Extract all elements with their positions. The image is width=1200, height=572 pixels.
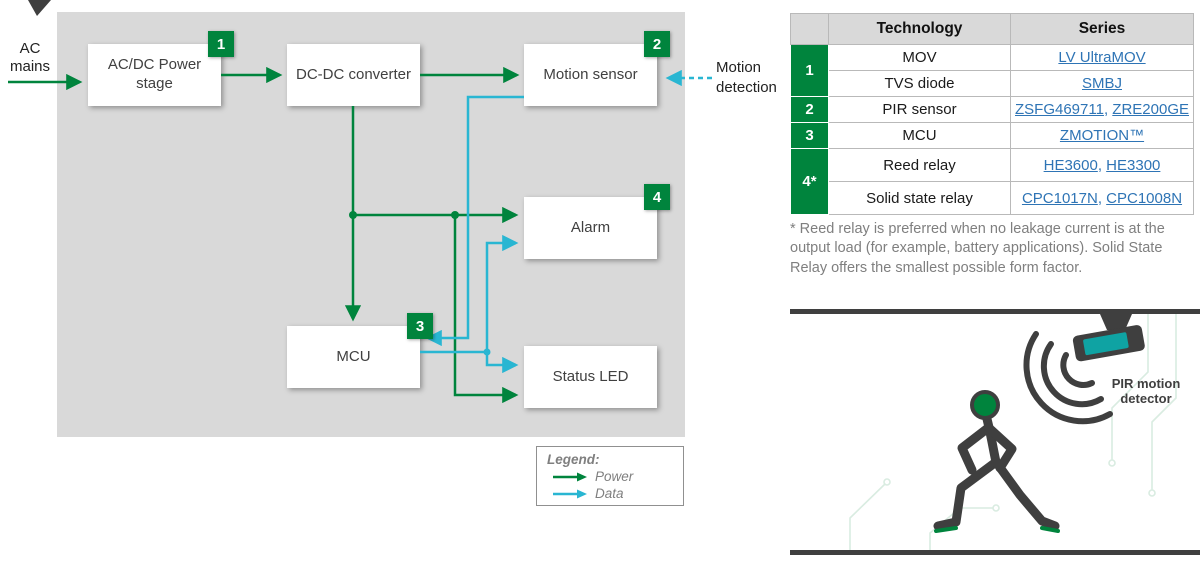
series-cell: CPC1017N, CPC1008N xyxy=(1010,181,1194,215)
table-row: 1 MOV LV UltraMOV xyxy=(790,44,1194,97)
block-status-led: Status LED xyxy=(524,346,657,408)
series-separator: , xyxy=(1097,189,1107,207)
series-link[interactable]: CPC1017N xyxy=(1021,189,1098,207)
block-label: Alarm xyxy=(570,218,611,236)
legend-power-row: Power xyxy=(553,469,673,484)
shoe-accents xyxy=(934,526,1060,533)
step-badge-3: 3 xyxy=(407,313,433,339)
row-badge-3: 3 xyxy=(790,122,829,149)
technology-series-table: Technology Series 1 MOV LV UltraMOV TVS … xyxy=(790,13,1194,215)
block-dcdc-converter: DC-DC converter xyxy=(287,44,420,106)
block-label: Status LED xyxy=(552,367,629,385)
technology-cell: MOV xyxy=(828,44,1011,71)
series-link[interactable]: ZRE200GE xyxy=(1112,101,1189,118)
floor-bar xyxy=(790,550,1200,555)
step-badge-2: 2 xyxy=(644,31,670,57)
series-link[interactable]: HE3300 xyxy=(1106,156,1161,174)
series-separator: , xyxy=(1103,101,1113,118)
ceiling-bar xyxy=(790,309,1200,314)
step-badge-1: 1 xyxy=(208,31,234,57)
table-row: TVS diode SMBJ xyxy=(791,70,1194,97)
pir-illustration: PIR motion detector xyxy=(790,302,1200,564)
technology-cell: Solid state relay xyxy=(828,181,1011,215)
legend-title: Legend: xyxy=(547,452,600,467)
detection-waves-icon xyxy=(1023,331,1113,425)
series-link[interactable]: LV UltraMOV xyxy=(1058,49,1146,66)
technology-cell: MCU xyxy=(828,122,1011,149)
table-row: 3 MCU ZMOTION™ xyxy=(790,122,1194,149)
series-link[interactable]: ZMOTION™ xyxy=(1059,127,1145,144)
person-head xyxy=(970,390,1000,420)
step-badge-4: 4 xyxy=(644,184,670,210)
block-label: MCU xyxy=(336,347,371,365)
table-header-row: Technology Series xyxy=(790,13,1194,45)
block-alarm: Alarm xyxy=(524,197,657,259)
legend-data-row: Data xyxy=(553,486,673,501)
table-header-badge-col xyxy=(790,13,829,45)
series-link[interactable]: CPC1008N xyxy=(1106,189,1183,207)
row-badge-4: 4* xyxy=(790,148,829,215)
circuit-trace-pads xyxy=(883,459,1156,512)
series-cell: LV UltraMOV xyxy=(1010,44,1194,71)
series-separator: , xyxy=(1097,156,1107,174)
block-acdc-power-stage: AC/DC Power stage xyxy=(88,44,221,106)
pir-illustration-graphic xyxy=(790,309,1200,555)
block-label: Motion sensor xyxy=(543,65,638,83)
series-cell: ZSFG469711, ZRE200GE xyxy=(1010,96,1194,123)
table-row: 2 PIR sensor ZSFG469711, ZRE200GE xyxy=(790,96,1194,123)
legend-data-label: Data xyxy=(595,486,624,501)
motion-detection-label: Motion detection xyxy=(716,59,777,97)
series-cell: SMBJ xyxy=(1010,70,1194,97)
block-label: DC-DC converter xyxy=(295,65,412,83)
series-link[interactable]: HE3600 xyxy=(1043,156,1098,174)
table-header-series: Series xyxy=(1010,13,1194,45)
table-header-technology: Technology xyxy=(828,13,1011,45)
technology-cell: Reed relay xyxy=(828,148,1011,182)
walking-person-icon xyxy=(933,390,1060,533)
legend-power-label: Power xyxy=(595,469,634,484)
series-cell: HE3600, HE3300 xyxy=(1010,148,1194,182)
table-row: Solid state relay CPC1017N, CPC1008N xyxy=(791,181,1194,215)
data-arrow-icon xyxy=(553,489,587,498)
legend-box: Legend: Power Data xyxy=(536,446,684,506)
power-arrow-icon xyxy=(553,472,587,481)
pir-motion-detector-label: PIR motion detector xyxy=(1111,376,1181,407)
reed-relay-footnote: * Reed relay is preferred when no leakag… xyxy=(790,221,1165,276)
row-badge-2: 2 xyxy=(790,96,829,123)
row-badge-1: 1 xyxy=(790,44,829,97)
block-mcu: MCU xyxy=(287,326,420,388)
ac-mains-label: AC mains xyxy=(9,40,50,75)
series-link[interactable]: SMBJ xyxy=(1081,75,1122,92)
block-motion-sensor: Motion sensor xyxy=(524,44,657,106)
table-row: 4* Reed relay HE3600, HE3300 xyxy=(790,148,1194,215)
block-label: AC/DC Power stage xyxy=(107,56,202,92)
series-cell: ZMOTION™ xyxy=(1010,122,1194,149)
technology-cell: PIR sensor xyxy=(828,96,1011,123)
corner-decoration xyxy=(28,0,51,16)
series-link[interactable]: ZSFG469711 xyxy=(1015,101,1104,118)
pir-detector-icon xyxy=(1072,314,1145,362)
technology-cell: TVS diode xyxy=(828,70,1011,97)
